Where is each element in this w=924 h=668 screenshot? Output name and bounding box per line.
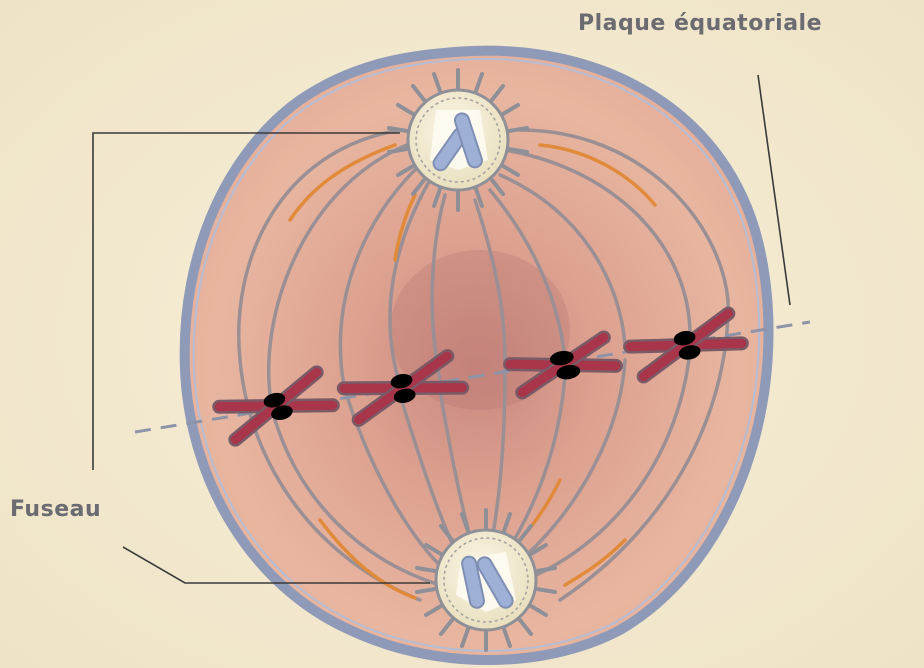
spindle-label: Fuseau <box>10 497 101 522</box>
equatorial-plate-label: Plaque équatoriale <box>578 11 822 36</box>
